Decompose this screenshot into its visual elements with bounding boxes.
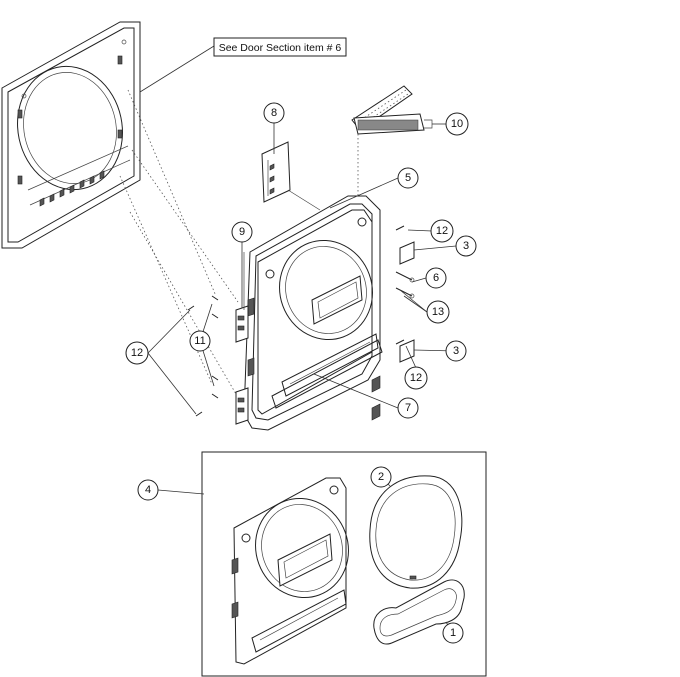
part-10-lint-screen <box>351 85 446 276</box>
callout-10-label: 10 <box>451 118 463 130</box>
callout-8: 8 <box>263 102 285 124</box>
callout-9: 9 <box>231 221 253 243</box>
callout-11-label: 11 <box>194 335 205 347</box>
vent-slots <box>39 170 105 207</box>
callout-2: 2 <box>370 466 392 488</box>
callout-12-upper-right-label: 12 <box>436 225 448 237</box>
callout-12-left-label: 12 <box>131 347 143 359</box>
part-6-13-fasteners <box>395 271 415 299</box>
part-12-screws <box>187 225 405 417</box>
lower-assembly-box <box>201 451 487 677</box>
callout-3-upper: 3 <box>455 235 477 257</box>
callout-3-upper-label: 3 <box>463 240 469 252</box>
callout-12-left: 12 <box>125 341 149 365</box>
door-section-note: See Door Section item # 6 <box>213 37 347 57</box>
front-panel <box>1 21 141 249</box>
callout-3-lower: 3 <box>445 340 467 362</box>
part-2-gasket <box>369 475 463 589</box>
door-section-note-text: See Door Section item # 6 <box>219 42 342 54</box>
leader-lines <box>147 123 457 634</box>
callout-5-label: 5 <box>405 172 411 184</box>
callout-12-lower-right-label: 12 <box>410 372 422 384</box>
part-9-hinge <box>235 252 249 425</box>
callout-10: 10 <box>445 112 469 136</box>
part-8-bracket <box>261 141 321 211</box>
callout-6: 6 <box>425 267 447 289</box>
callout-12-lower-right: 12 <box>404 366 428 390</box>
part-1-seal <box>373 579 465 645</box>
callout-4-label: 4 <box>145 484 151 496</box>
callout-13: 13 <box>426 300 450 324</box>
callout-7: 7 <box>397 397 419 419</box>
callout-6-label: 6 <box>433 272 439 284</box>
part-11-pins <box>211 295 219 399</box>
callout-4: 4 <box>137 479 159 501</box>
callout-12-upper-right: 12 <box>430 219 454 243</box>
part-4-inner-door <box>231 477 349 665</box>
callout-3-lower-label: 3 <box>453 345 459 357</box>
callout-1-label: 1 <box>450 627 456 639</box>
callout-13-label: 13 <box>432 306 444 318</box>
callout-9-label: 9 <box>239 226 245 238</box>
inner-door-assembly <box>243 195 383 431</box>
callout-11: 11 <box>189 330 211 352</box>
callout-2-label: 2 <box>378 471 384 483</box>
part-3-clips <box>399 241 415 363</box>
callout-5: 5 <box>397 167 419 189</box>
callout-8-label: 8 <box>271 107 277 119</box>
callout-1: 1 <box>442 622 464 644</box>
callout-7-label: 7 <box>405 402 411 414</box>
